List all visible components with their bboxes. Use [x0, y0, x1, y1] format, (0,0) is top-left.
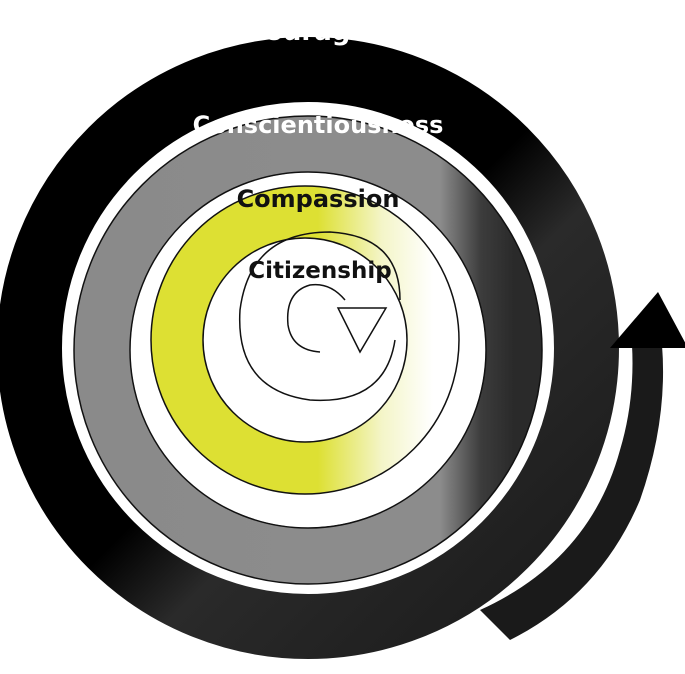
label-citizenship: Citizenship — [248, 258, 391, 284]
conscientiousness-band — [74, 116, 542, 584]
label-courage: Courage — [246, 17, 368, 47]
compassion-outline-outer — [150, 185, 460, 495]
label-conscientiousness: Conscientiousness — [193, 111, 444, 139]
outer-spiral-arrow-head — [610, 292, 685, 348]
outer-spiral-arrow-body — [480, 345, 664, 640]
courage-band — [0, 37, 619, 659]
compassion-band — [151, 186, 459, 494]
conscientiousness-outline-inner — [129, 171, 487, 529]
citizenship-spiral-arrowhead — [336, 307, 388, 354]
white-separator-middle — [131, 173, 485, 527]
white-separator-outer — [62, 102, 554, 594]
conscientiousness-outline-outer — [73, 115, 543, 585]
compassion-outline-inner — [202, 237, 408, 443]
citizenship-spiral-inner — [286, 283, 346, 353]
label-compassion: Compassion — [237, 185, 400, 213]
citizenship-spiral-outline — [238, 231, 401, 402]
